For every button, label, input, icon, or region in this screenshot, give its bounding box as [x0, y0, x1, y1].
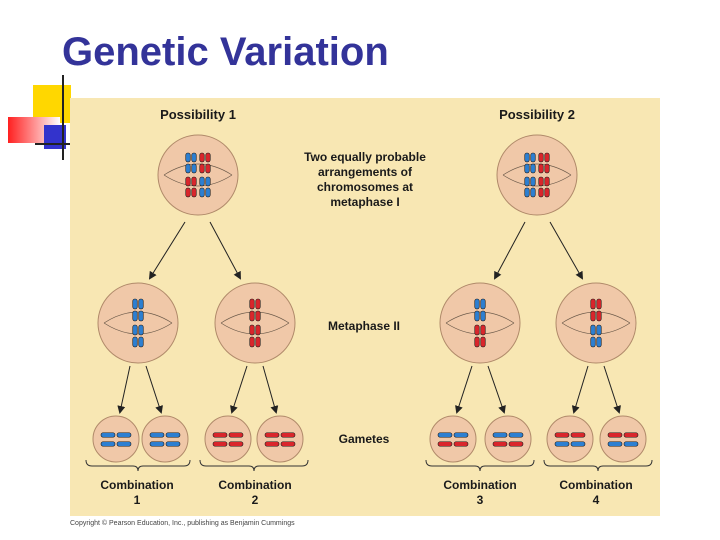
gamete-cell-7: [546, 415, 594, 463]
gametes-label: Gametes: [339, 432, 390, 446]
bracket-combination-4: [543, 459, 653, 472]
copyright-notice: Copyright © Pearson Education, Inc., pub…: [70, 520, 295, 527]
metaphase-i-caption-line-1: Two equally probable: [304, 150, 426, 164]
combination-4-word: Combination: [559, 478, 632, 492]
bracket-combination-2: [199, 459, 309, 472]
deco-horizontal-line: [35, 143, 70, 145]
bracket-combination-1: [85, 459, 191, 472]
metaphase-ii-cell-1: [97, 282, 179, 364]
gamete-cell-8: [599, 415, 647, 463]
metaphase-i-caption-line-2: arrangements of: [318, 165, 413, 179]
combination-2-word: Combination: [218, 478, 291, 492]
combination-1-number: 1: [134, 493, 141, 507]
gamete-cell-5: [429, 415, 477, 463]
metaphase-ii-cell-2: [214, 282, 296, 364]
bracket-combination-3: [425, 459, 535, 472]
metaphase-i-caption-line-4: metaphase I: [330, 195, 399, 209]
metaphase-i-caption-line-3: chromosomes at: [317, 180, 413, 194]
arrow-p2-left: [494, 221, 526, 280]
arrow-m2-4-right: [603, 365, 621, 414]
arrow-m2-4-left: [571, 365, 589, 414]
gamete-cell-2: [141, 415, 189, 463]
metaphase-i-cell-possibility-2: [496, 134, 578, 216]
metaphase-i-cell-possibility-1: [157, 134, 239, 216]
metaphase-ii-label: Metaphase II: [328, 319, 400, 333]
slide-title: Genetic Variation: [62, 30, 389, 74]
arrow-p2-right: [549, 221, 583, 280]
metaphase-ii-cell-4: [555, 282, 637, 364]
gamete-cell-4: [256, 415, 304, 463]
gamete-cell-3: [204, 415, 252, 463]
combination-3-number: 3: [477, 493, 484, 507]
deco-vertical-line: [62, 75, 64, 160]
combination-1-word: Combination: [100, 478, 173, 492]
combination-3-word: Combination: [443, 478, 516, 492]
arrow-m2-2-left: [230, 365, 248, 414]
combination-2-number: 2: [252, 493, 259, 507]
possibility-2-label: Possibility 2: [499, 107, 575, 122]
arrow-m2-1-right: [145, 365, 163, 414]
possibility-1-label: Possibility 1: [160, 107, 236, 122]
arrow-p1-left: [148, 221, 186, 280]
gamete-cell-6: [484, 415, 532, 463]
arrow-m2-3-left: [455, 365, 473, 414]
meiosis-diagram: Possibility 1 Possibility 2 Two equally …: [70, 98, 660, 516]
gamete-cell-1: [92, 415, 140, 463]
arrow-m2-2-right: [262, 365, 279, 414]
arrow-m2-3-right: [487, 365, 506, 414]
deco-yellow-square: [33, 85, 71, 123]
metaphase-ii-cell-3: [439, 282, 521, 364]
arrow-m2-1-left: [117, 365, 131, 414]
combination-4-number: 4: [593, 493, 600, 507]
arrow-p1-right: [209, 221, 241, 280]
